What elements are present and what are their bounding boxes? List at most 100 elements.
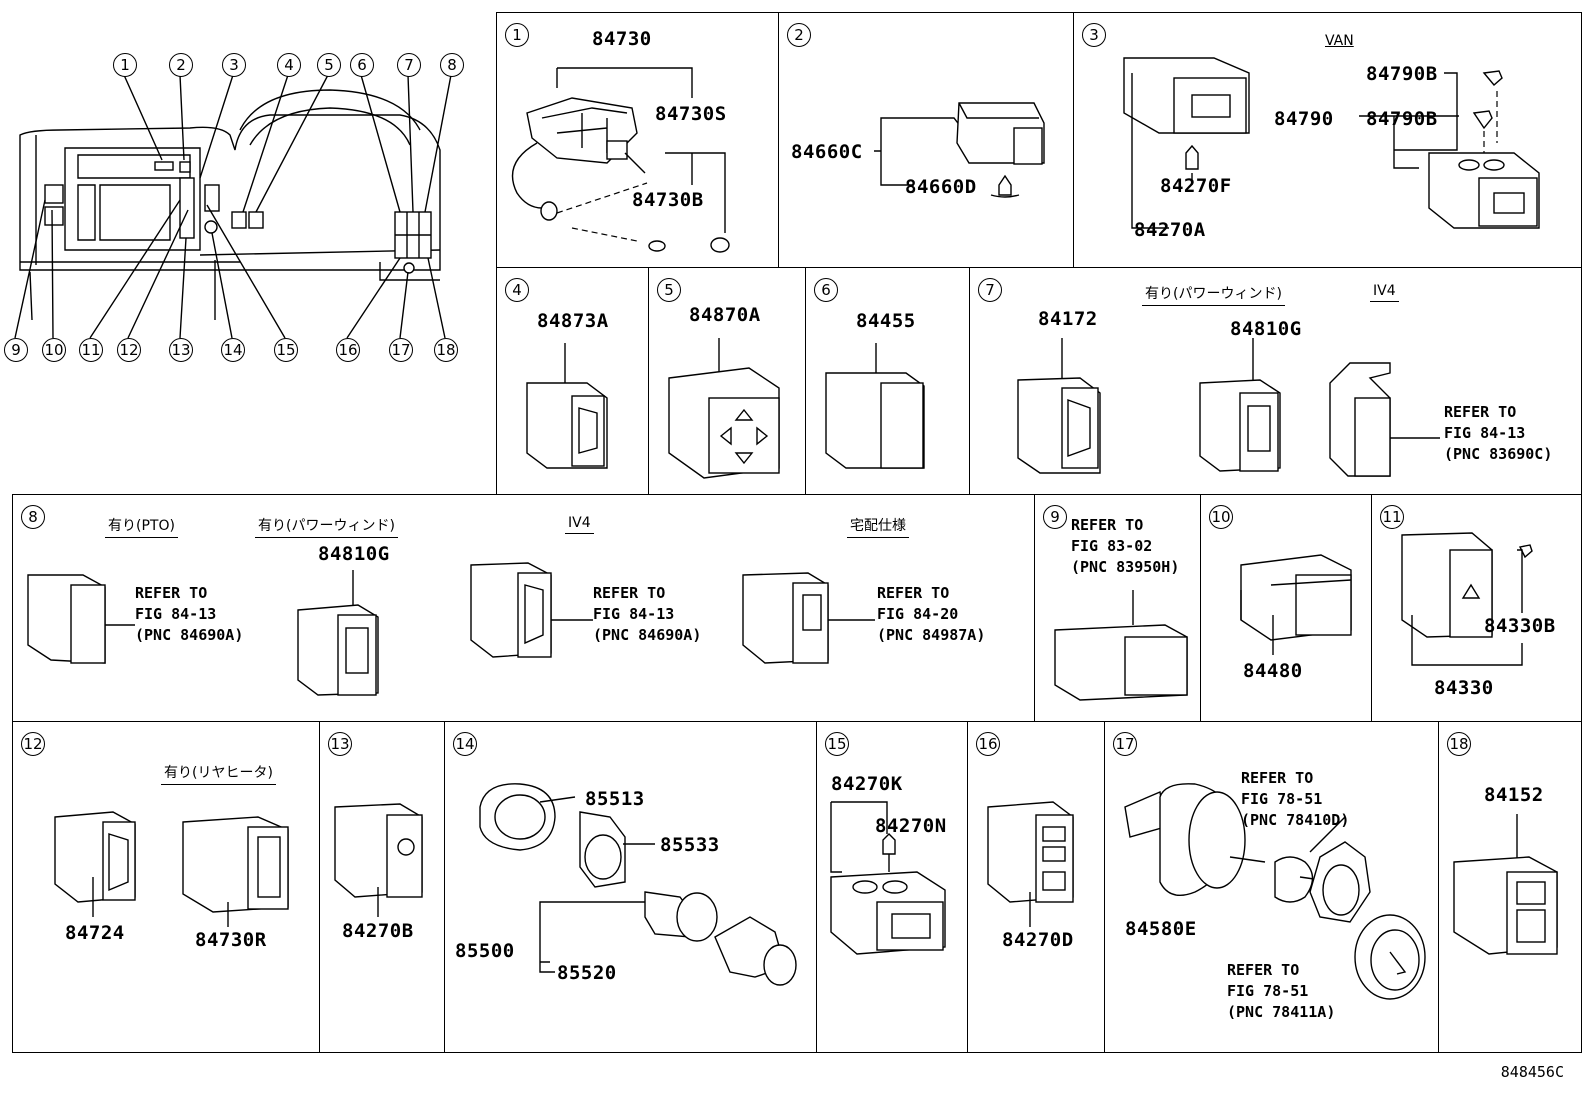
panel-callout: 18 [1447,732,1471,756]
overview-callout-12: 12 [117,338,141,362]
part-drawing [1401,532,1533,666]
part-number: 84330 [1434,677,1494,699]
panel-callout: 15 [825,732,849,756]
part-number: 84270N [875,815,947,837]
panel-5: 5 84870A [648,267,806,495]
overview-callout-18: 18 [434,338,458,362]
overview-callout-8: 8 [440,53,464,77]
part-number: 84172 [1038,308,1098,330]
panel-callout: 3 [1082,23,1106,47]
diagram-code: 848456C [1500,1063,1564,1081]
overview-callout-9: 9 [4,338,28,362]
condition-label-pto: 有り(PTO) [105,515,178,538]
part-drawing [1017,338,1440,477]
panel-callout: 13 [328,732,352,756]
part-number: 84270D [1002,929,1074,951]
part-number: 84580E [1125,918,1197,940]
panel-6: 6 84455 [805,267,970,495]
panel-10: 10 84480 [1200,494,1372,722]
panel-callout: 6 [814,278,838,302]
condition-label-power-window: 有り(パワーウィンド) [1142,283,1285,306]
panel-callout: 16 [976,732,1000,756]
panel-3: 3 VAN 84270F 84270A 84790B 84790 84790B [1073,12,1582,268]
overview-callout-13: 13 [169,338,193,362]
dashboard-drawing [14,74,452,339]
part-drawing [334,803,423,917]
part-drawing [1240,554,1352,655]
panel-11: 11 84330B 84330 [1371,494,1582,722]
part-number: 84873A [537,310,609,332]
part-drawing [27,562,875,696]
overview-callout-15: 15 [274,338,298,362]
part-drawing [987,801,1074,927]
part-number: 84660D [905,176,977,198]
overview-callout-1: 1 [113,53,137,77]
part-drawing [1054,590,1188,701]
reference-note: REFER TO FIG 84-13 (PNC 84690A) [593,584,702,644]
overview-callout-3: 3 [222,53,246,77]
panel-callout: 5 [657,278,681,302]
overview-callout-5: 5 [317,53,341,77]
part-number: 84270A [1134,219,1206,241]
reference-note: REFER TO FIG 83-02 (PNC 83950H) [1071,516,1180,576]
part-number: 84730B [632,189,704,211]
panel-8: 8 有り(PTO) 有り(パワーウィンド) IV4 宅配仕様 REFER TO … [12,494,1035,722]
part-number: 84730S [655,103,727,125]
panel-callout: 2 [787,23,811,47]
overview-callout-17: 17 [389,338,413,362]
part-number: 84724 [65,922,125,944]
part-drawing [668,338,780,479]
part-number: 84870A [689,304,761,326]
part-number: 84270K [831,773,903,795]
reference-note: REFER TO FIG 84-13 (PNC 84690A) [135,584,244,644]
panel-9: 9 REFER TO FIG 83-02 (PNC 83950H) [1034,494,1201,722]
condition-label-iv4: IV4 [1370,283,1399,302]
overview-callout-4: 4 [277,53,301,77]
condition-label-delivery-spec: 宅配仕様 [847,515,909,538]
part-number: 84730 [592,28,652,50]
part-drawing [825,343,925,469]
part-number: 84270F [1160,175,1232,197]
part-number: 84152 [1484,784,1544,806]
part-number: 85533 [660,834,720,856]
panel-12: 12 有り(リヤヒータ) 84724 84730R [12,721,320,1053]
part-drawing [1124,783,1426,1000]
part-drawing [526,343,608,469]
reference-note: REFER TO FIG 84-20 (PNC 84987A) [877,584,986,644]
panel-13: 13 84270B [319,721,445,1053]
condition-label-iv4: IV4 [565,515,594,534]
part-drawing [1453,814,1558,955]
panel-callout: 10 [1209,505,1233,529]
reference-note: REFER TO FIG 78-51 (PNC 78410D) [1241,769,1350,829]
part-drawing [54,811,289,927]
panel-15: 15 84270K 84270N [816,721,968,1053]
panel-callout: 14 [453,732,477,756]
overview-callout-11: 11 [79,338,103,362]
overview-callout-2: 2 [169,53,193,77]
part-number: 84480 [1243,660,1303,682]
part-number: 85513 [585,788,645,810]
part-number: 84810G [1230,318,1302,340]
overview-callout-16: 16 [336,338,360,362]
part-drawing [1123,57,1540,229]
part-drawing [479,783,797,986]
condition-label-power-window: 有り(パワーウィンド) [255,515,398,538]
part-number: 85520 [557,962,617,984]
panel-14: 14 85513 85533 85500 85520 [444,721,817,1053]
panel-4: 4 84873A [496,267,649,495]
part-number: 84660C [791,141,863,163]
panel-callout: 1 [505,23,529,47]
panel-callout: 9 [1043,505,1067,529]
condition-label-rear-heater: 有り(リヤヒータ) [161,762,276,785]
panel-16: 16 84270D [967,721,1105,1053]
panel-2: 2 84660C 84660D [778,12,1074,268]
panel-1: 1 84730 84730S 84730B [496,12,779,268]
panel-callout: 7 [978,278,1002,302]
part-number: 84810G [318,543,390,565]
part-drawing [511,67,730,253]
reference-note: REFER TO FIG 78-51 (PNC 78411A) [1227,961,1336,1021]
overview-callout-14: 14 [221,338,245,362]
panel-callout: 12 [21,732,45,756]
part-number: 84330B [1484,615,1556,637]
panel-7: 7 有り(パワーウィンド) IV4 84172 84810G REFER TO … [969,267,1582,495]
